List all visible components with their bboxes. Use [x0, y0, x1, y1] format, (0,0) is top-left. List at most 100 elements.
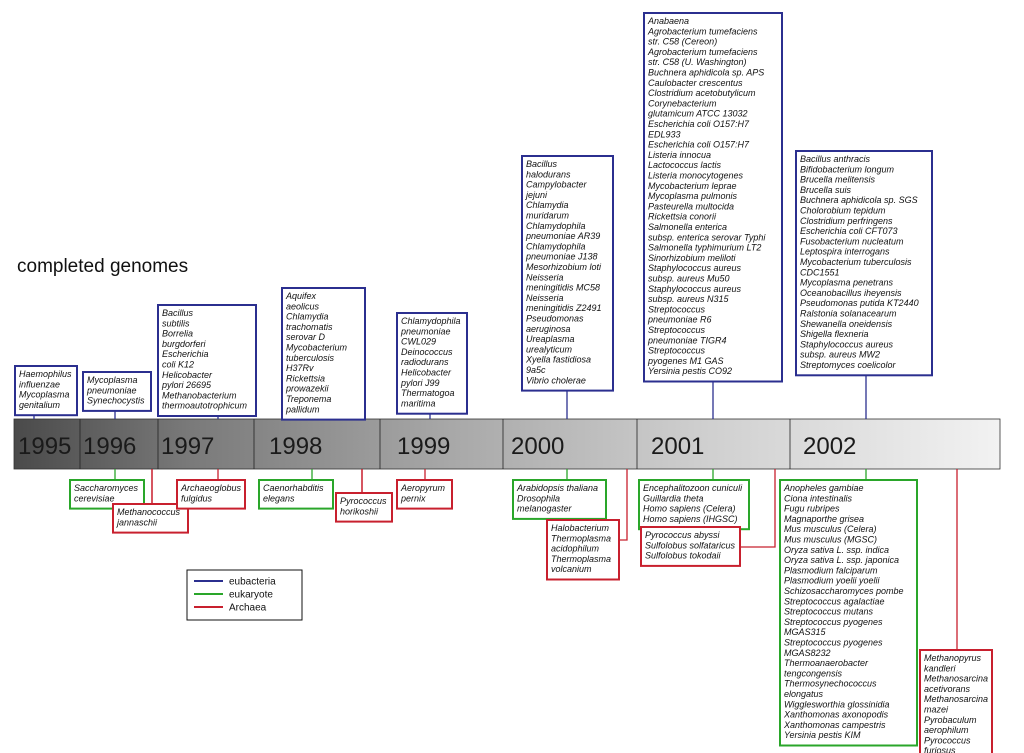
genome-box-frame — [14, 365, 78, 417]
organism-label: Anopheles gambiae — [783, 483, 864, 493]
organism-label: Brucella suis — [800, 185, 852, 195]
organism-label: elegans — [263, 493, 295, 503]
organism-label: Borrelia — [162, 329, 193, 339]
year-label-2001: 2001 — [651, 433, 704, 460]
organism-label: Thermoplasma — [551, 533, 611, 543]
organism-label: pneumoniae — [86, 385, 137, 395]
organism-label: Oceanobacillus iheyensis — [800, 288, 902, 298]
organism-label: Bacillus anthracis — [800, 154, 871, 164]
organism-label: Rickettsia — [286, 373, 325, 383]
organism-label: Thermatogoa — [401, 388, 455, 398]
organism-label: Escherichia — [162, 349, 209, 359]
organism-label: pneumoniae TIGR4 — [647, 335, 727, 345]
organism-label: H37Rv — [286, 363, 314, 373]
organism-label: Streptococcus pyogenes — [784, 617, 883, 627]
organism-label: Archaeoglobus — [180, 483, 242, 493]
organism-label: Fugu rubripes — [784, 504, 840, 514]
organism-label: Escherichia coli CFT073 — [800, 226, 898, 236]
legend-label-eukaryote: eukaryote — [229, 590, 273, 601]
organism-label: Cholorobium tepidum — [800, 206, 886, 216]
organism-label: Streptococcus mutans — [784, 607, 874, 617]
organism-label: CWL029 — [401, 337, 436, 347]
organism-label: pernix — [400, 493, 426, 503]
organism-label: Saccharomyces — [74, 483, 139, 493]
organism-label: Methanosarcina — [924, 694, 988, 704]
organism-label: Yersinia pestis KIM — [784, 730, 861, 740]
genome-box-frame — [779, 479, 918, 747]
legend-label-eubacteria: eubacteria — [229, 577, 276, 588]
organism-label: meningitidis Z2491 — [526, 303, 602, 313]
organism-label: Xanthomonas axonopodis — [783, 710, 889, 720]
organism-label: Methanosarcina — [924, 674, 988, 684]
organism-label: maritima — [401, 398, 436, 408]
organism-label: Clostridium perfringens — [800, 216, 893, 226]
organism-label: Xyella fastidiosa — [525, 355, 591, 365]
genome-box-frame — [176, 479, 246, 510]
organism-label: Agrobacterium tumefaciens — [647, 26, 758, 36]
organism-label: Mycoplasma — [87, 375, 138, 385]
organism-label: Mycobacterium leprae — [648, 181, 737, 191]
genome-box-frame — [82, 371, 152, 412]
year-label-1998: 1998 — [269, 433, 322, 460]
genome-group-eubacteria-1999: ChlamydophilapneumoniaeCWL029Deinococcus… — [396, 312, 468, 415]
organism-label: Escherichia coli O157:H7 — [648, 119, 750, 129]
genome-box-frame — [512, 479, 607, 520]
organism-label: subsp. aureus MW2 — [800, 350, 880, 360]
organism-label: Listeria monocytogenes — [648, 171, 744, 181]
organism-label: pneumoniae AR39 — [525, 231, 600, 241]
organism-label: pyogenes M1 GAS — [647, 356, 724, 366]
year-label-1996: 1996 — [83, 433, 136, 460]
organism-label: Lactococcus lactis — [648, 160, 722, 170]
organism-label: Pseudomonas putida KT2440 — [800, 298, 919, 308]
organism-label: Magnaporthe grisea — [784, 514, 864, 524]
organism-label: aerophilum — [924, 725, 969, 735]
organism-label: Yersinia pestis CO92 — [648, 366, 732, 376]
connector-archaea — [619, 469, 628, 541]
organism-label: Methanobacterium — [162, 390, 237, 400]
organism-label: prowazekii — [285, 384, 330, 394]
organism-label: Thermosynechococcus — [784, 679, 877, 689]
organism-label: fulgidus — [181, 493, 213, 503]
organism-label: pneumoniae R6 — [647, 315, 712, 325]
organism-label: subsp. enterica serovar Typhi — [648, 232, 766, 242]
organism-label: Aeropyrum — [400, 483, 446, 493]
organism-label: Methanococcus — [117, 507, 181, 517]
organism-label: EDL933 — [648, 129, 681, 139]
year-label-2002: 2002 — [803, 433, 856, 460]
organism-label: acetivorans — [924, 684, 971, 694]
organism-label: Streptococcus agalactiae — [784, 596, 885, 606]
organism-label: Pyrococcus — [924, 735, 971, 745]
organism-label: tuberculosis — [286, 353, 335, 363]
organism-label: trachomatis — [286, 322, 333, 332]
genome-box-frame — [396, 312, 468, 415]
organism-label: tengcongensis — [784, 668, 843, 678]
organism-label: Mus musculus (Celera) — [784, 524, 877, 534]
organism-label: Streptococcus pyogenes — [784, 638, 883, 648]
organism-label: Thermoplasma — [551, 554, 611, 564]
organism-label: jannaschii — [116, 517, 158, 527]
organism-label: aeruginosa — [526, 324, 571, 334]
organism-label: Mycobacterium tuberculosis — [800, 257, 912, 267]
organism-label: Staphylococcus aureus — [648, 284, 742, 294]
organism-label: Listeria innocua — [648, 150, 711, 160]
organism-label: furiosus — [924, 746, 956, 753]
genome-box-frame — [795, 150, 933, 377]
genome-group-eubacteria-1998: AquifexaeolicusChlamydiatrachomatisserov… — [281, 287, 366, 421]
organism-label: Staphylococcus aureus — [800, 339, 894, 349]
organism-label: Chlamydophila — [526, 221, 586, 231]
organism-label: kandleri — [924, 663, 957, 673]
organism-label: Bacillus — [162, 308, 194, 318]
organism-label: Streptococcus — [648, 346, 706, 356]
genome-groups: HaemophilusinfluenzaeMycoplasmagenitaliu… — [14, 12, 993, 753]
organism-label: Salmonella enterica — [648, 222, 727, 232]
organism-label: Neisseria — [526, 272, 564, 282]
organism-label: Thermoanaerobacter — [784, 658, 869, 668]
organism-label: influenzae — [19, 379, 60, 389]
organism-label: MGAS315 — [784, 627, 827, 637]
organism-label: 9a5c — [526, 365, 546, 375]
genome-group-eubacteria-2000: BacillushaloduransCampylobacterjejuniChl… — [521, 155, 614, 392]
